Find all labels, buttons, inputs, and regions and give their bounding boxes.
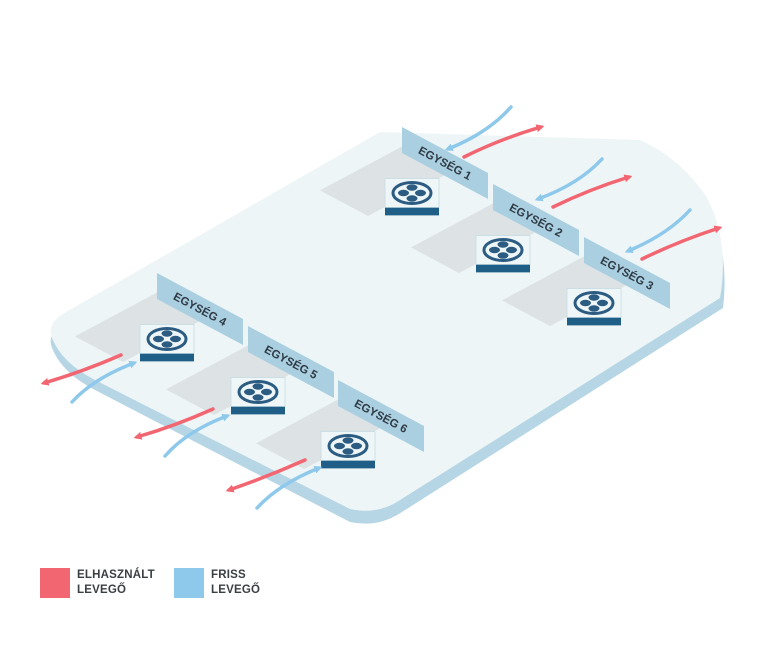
unit-side-right <box>321 460 375 469</box>
legend: ELHASZNÁLT LEVEGŐ FRISS LEVEGŐ <box>40 566 340 602</box>
legend-label-fresh: FRISS LEVEGŐ <box>211 568 260 598</box>
arrow-in-icon <box>255 465 323 510</box>
unit-4: EGYSÉG 4 <box>75 273 243 362</box>
arrow-in-icon <box>624 208 692 253</box>
fan-icon <box>573 291 615 315</box>
arrow-in-icon <box>444 105 513 152</box>
fan-icon <box>146 327 188 351</box>
unit-6: EGYSÉG 6 <box>256 380 424 469</box>
fan-icon <box>482 238 524 262</box>
unit-1: EGYSÉG 1 <box>320 127 488 216</box>
arrow-out-icon <box>225 458 307 493</box>
exhaust-swatch <box>40 568 70 598</box>
legend-fresh-line2: LEVEGŐ <box>211 584 261 596</box>
legend-item-fresh: FRISS LEVEGŐ <box>174 566 314 602</box>
arrow-in-icon <box>163 413 231 458</box>
unit-label-board <box>402 127 488 199</box>
unit-label-board <box>493 184 579 256</box>
fan-icon <box>327 434 369 458</box>
unit-side-right <box>231 406 285 415</box>
arrow-out-icon <box>640 225 723 261</box>
arrow-in-icon <box>534 157 604 202</box>
legend-fresh-line1: FRISS <box>211 569 246 581</box>
unit-label-board <box>338 380 424 452</box>
legend-label-exhaust: ELHASZNÁLT LEVEGŐ <box>77 568 155 598</box>
legend-item-exhaust: ELHASZNÁLT LEVEGŐ <box>40 566 180 602</box>
fan-icon <box>237 380 279 404</box>
arrow-out-icon <box>40 353 123 386</box>
arrow-in-icon <box>70 360 138 404</box>
unit-label-board <box>157 273 243 345</box>
unit-label-board <box>584 237 670 309</box>
unit-side-right <box>140 353 194 362</box>
legend-exhaust-line2: LEVEGŐ <box>77 584 127 596</box>
legend-exhaust-line1: ELHASZNÁLT <box>77 569 155 581</box>
arrow-out-icon <box>551 174 633 209</box>
arrow-out-icon <box>462 124 545 159</box>
fresh-swatch <box>174 568 204 598</box>
unit-side-right <box>567 317 621 326</box>
unit-side-right <box>476 264 530 273</box>
arrow-out-icon <box>133 407 215 440</box>
unit-label-board <box>248 326 334 398</box>
fan-icon <box>391 181 433 205</box>
unit-side-right <box>385 207 439 216</box>
unit-2: EGYSÉG 2 <box>411 184 579 273</box>
